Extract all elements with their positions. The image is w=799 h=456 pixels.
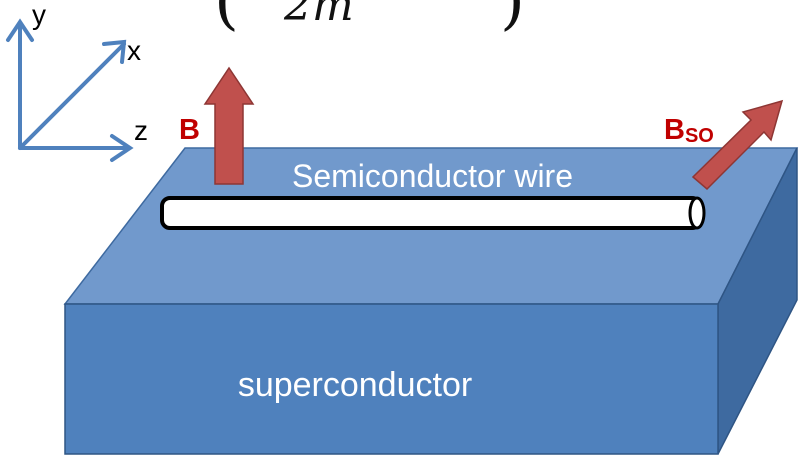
wire-end-cap: [688, 196, 706, 230]
x-axis-label: x: [127, 35, 141, 66]
wire-label: Semiconductor wire: [292, 158, 573, 194]
block-front-face: [64, 303, 719, 455]
b-field-label: B: [179, 114, 200, 146]
b-field-arrow: [203, 66, 255, 185]
wire-body: [160, 196, 702, 230]
bso-main: B: [664, 114, 685, 146]
x-axis-line: [18, 42, 126, 150]
bso-field-arrow: [691, 99, 784, 191]
formula-right-paren: ): [500, 0, 525, 38]
coordinate-axes: [6, 18, 134, 162]
formula-left-paren: (: [214, 0, 239, 38]
semiconductor-wire: [160, 196, 706, 230]
superconductor-label: superconductor: [238, 366, 472, 404]
formula-fragment: ( 2m ): [214, 0, 525, 38]
bso-subscript: SO: [685, 125, 714, 147]
z-axis-arrowhead: [110, 134, 134, 162]
x-axis-arrowhead: [102, 39, 127, 64]
y-axis-label: y: [32, 0, 46, 30]
z-axis-label: z: [134, 115, 148, 146]
bso-field-label: BSO: [664, 114, 714, 147]
formula-text: 2m: [283, 0, 354, 31]
y-axis-arrowhead: [6, 18, 34, 42]
